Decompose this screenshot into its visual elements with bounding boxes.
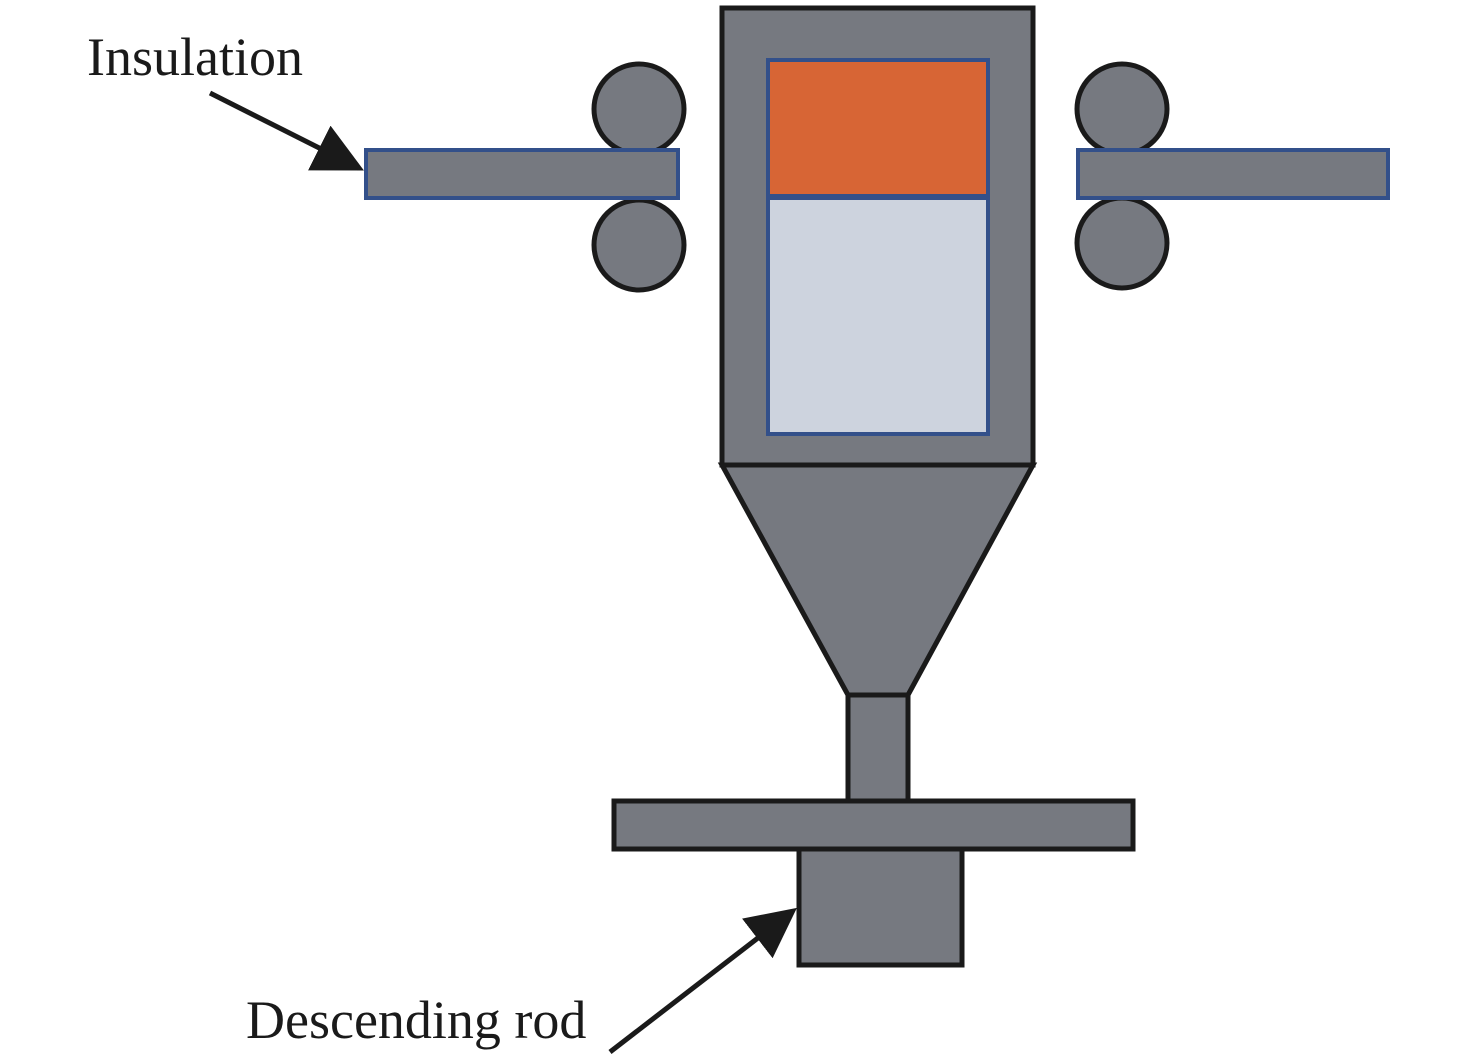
support-platform	[611, 798, 1136, 852]
melt-zone	[766, 58, 990, 198]
descending-rod	[796, 846, 965, 968]
insulation-label: Insulation	[87, 27, 303, 87]
insulation-arrow	[208, 90, 364, 171]
descending-rod-label: Descending rod	[246, 990, 586, 1050]
seed-neck	[845, 692, 911, 804]
insulation-plate-right	[1076, 148, 1390, 200]
heater-roller-right-top	[1074, 61, 1170, 157]
heater-roller-right-bottom	[1074, 195, 1170, 291]
descending-rod-arrow	[608, 907, 797, 1054]
crystal-zone	[766, 196, 990, 436]
crucible-cone	[717, 462, 1038, 698]
heater-roller-left-bottom	[591, 197, 687, 293]
heater-roller-left-top	[591, 61, 687, 157]
insulation-plate-left	[364, 148, 680, 200]
